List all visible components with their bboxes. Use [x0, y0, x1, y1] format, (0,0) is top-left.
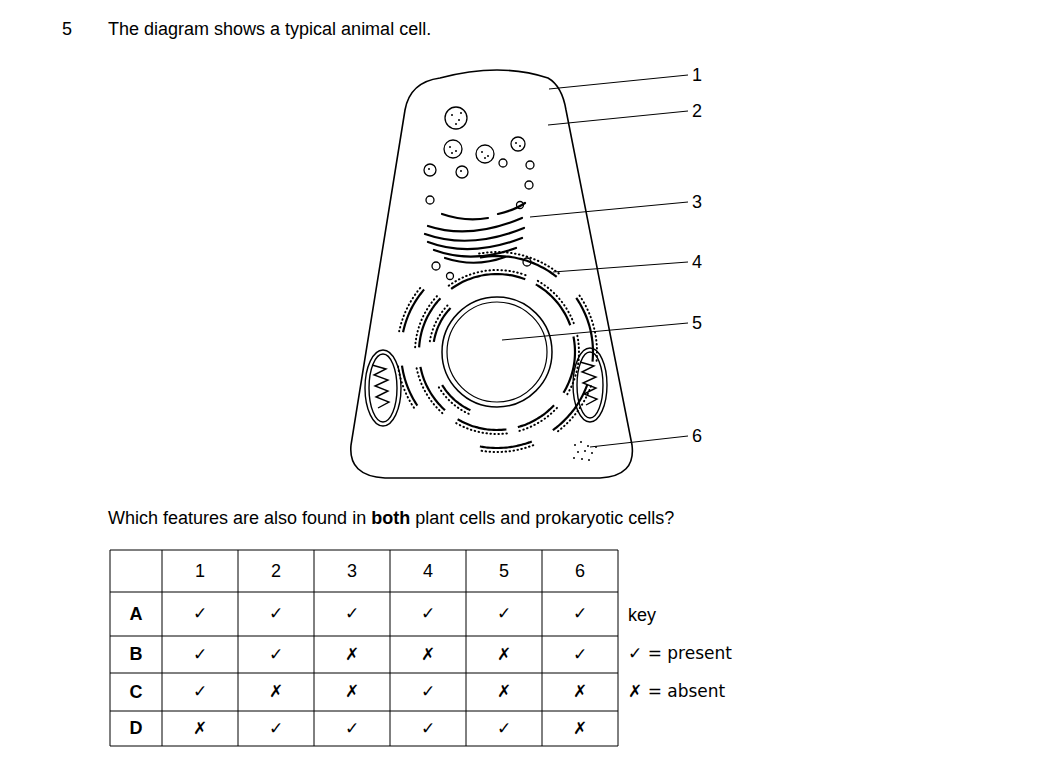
ribosome-dots [430, 305, 448, 341]
er-membrane [403, 290, 424, 333]
table-cell: ✓ [421, 719, 435, 739]
question-text-bold: both [371, 508, 410, 529]
row-letter: D [130, 718, 143, 739]
leader-lines [502, 75, 688, 447]
ribosome-dots [417, 368, 443, 414]
ribosome-dots [399, 287, 421, 331]
table-cell: ✓ [497, 604, 511, 624]
row-letter: A [130, 604, 143, 625]
callout-number: 5 [692, 313, 702, 334]
callout-number: 6 [692, 426, 702, 447]
table-cell: ✓ [269, 719, 283, 739]
row-letter: B [130, 644, 143, 665]
key-entry: ✗ = absent [628, 682, 725, 702]
golgi-body [425, 203, 525, 263]
er-membrane [458, 419, 507, 430]
table-cell: ✗ [573, 719, 587, 739]
mitochondria [365, 348, 607, 426]
table-cell: ✗ [345, 645, 359, 665]
ribosome-dots [538, 281, 574, 324]
table-cell: ✓ [573, 604, 587, 624]
er-membrane [480, 256, 557, 277]
ribosome-dots [439, 387, 469, 414]
nucleus [442, 297, 552, 407]
table-header: 3 [347, 561, 357, 582]
table-cell: ✓ [573, 645, 587, 665]
table-cell: ✓ [345, 719, 359, 739]
question-text: The diagram shows a typical animal cell. [108, 19, 431, 40]
table-cell: ✓ [421, 682, 435, 702]
question-text: Which features are also found in [108, 508, 366, 529]
er-membrane [420, 367, 445, 410]
table-cell: ✓ [193, 645, 207, 665]
callout-number: 3 [692, 192, 702, 213]
er-membrane [451, 274, 525, 289]
ribosome-dots [456, 423, 507, 434]
cell-drawing [351, 70, 633, 478]
table-cell: ✓ [421, 604, 435, 624]
table-cell: ✓ [193, 682, 207, 702]
table-header: 6 [575, 561, 585, 582]
er-membrane [480, 441, 532, 448]
ribosomes [573, 441, 597, 461]
table-header: 4 [423, 561, 433, 582]
er-membrane [553, 385, 587, 430]
table-cell: ✓ [269, 604, 283, 624]
er-membrane [434, 308, 451, 342]
table-cell: ✓ [497, 719, 511, 739]
table-header: 5 [499, 561, 509, 582]
question-number: 5 [62, 19, 72, 40]
table-cell: ✓ [193, 604, 207, 624]
key-entry: ✓ = present [628, 644, 732, 664]
table-cell: ✗ [497, 682, 511, 702]
table-cell: ✗ [193, 719, 207, 739]
ribosome-dots [449, 270, 527, 286]
callout-number: 4 [692, 252, 702, 273]
question-text: plant cells and prokaryotic cells? [415, 508, 674, 529]
table-cell: ✗ [573, 682, 587, 702]
ribosome-dots [479, 445, 533, 452]
table-header: 1 [195, 561, 205, 582]
table-cell: ✗ [497, 645, 511, 665]
callout-number: 2 [692, 101, 702, 122]
row-letter: C [130, 682, 143, 703]
cell-membrane [351, 70, 633, 478]
ribosome-dots [479, 252, 559, 274]
rough-endoplasmic-reticulum [398, 252, 597, 452]
table-cell: ✗ [269, 682, 283, 702]
table-header: 2 [271, 561, 281, 582]
table-cell: ✓ [269, 645, 283, 665]
table-grid [110, 550, 618, 746]
table-cell: ✗ [421, 645, 435, 665]
table-cell: ✗ [345, 682, 359, 702]
key-heading: key [628, 605, 656, 626]
table-cell: ✓ [345, 604, 359, 624]
callout-number: 1 [692, 65, 702, 86]
ribosome-dots [519, 408, 557, 431]
